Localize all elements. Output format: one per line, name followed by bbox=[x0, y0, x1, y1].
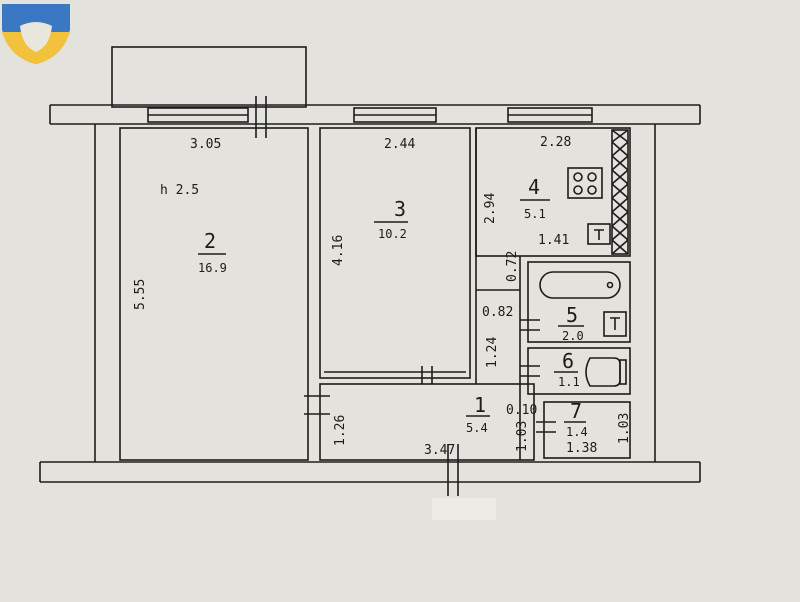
room-7-width: 1.38 bbox=[566, 441, 597, 456]
room-5-area: 2.0 bbox=[562, 329, 584, 343]
room-1-length: 1.26 bbox=[333, 415, 348, 446]
room-3-length: 4.16 bbox=[331, 235, 346, 266]
room-2-area: 16.9 bbox=[198, 261, 227, 275]
room-2-number: 2 bbox=[204, 229, 216, 253]
room-3-number: 3 bbox=[394, 197, 406, 221]
room-4-number: 4 bbox=[528, 175, 540, 199]
dim-124: 1.24 bbox=[485, 337, 500, 368]
room-2-width: 3.05 bbox=[190, 137, 221, 152]
watermark-patch bbox=[432, 498, 496, 520]
dim-010: 0.10 bbox=[506, 403, 537, 418]
walls bbox=[39, 46, 701, 496]
room-3-area: 10.2 bbox=[378, 227, 407, 241]
balcony bbox=[111, 46, 307, 108]
room-7-number: 7 bbox=[570, 399, 582, 423]
bathroom-sink-icon bbox=[603, 311, 627, 337]
stove-icon bbox=[567, 167, 603, 199]
room-6-area: 1.1 bbox=[558, 375, 580, 389]
room-2-ceiling: h 2.5 bbox=[160, 183, 199, 198]
room-7-length: 1.03 bbox=[617, 413, 632, 444]
room-2-length: 5.55 bbox=[133, 279, 148, 310]
room-4-width: 2.28 bbox=[540, 135, 571, 150]
room-4-area: 5.1 bbox=[524, 207, 546, 221]
bathtub-icon bbox=[539, 271, 621, 299]
room-7-area: 1.4 bbox=[566, 425, 588, 439]
dim-103: 1.03 bbox=[515, 421, 530, 452]
room-1-area: 5.4 bbox=[466, 421, 488, 435]
room-1-width: 3.47 bbox=[424, 443, 455, 458]
sink-icon bbox=[587, 223, 611, 245]
dim-082: 0.82 bbox=[482, 305, 513, 320]
room-4-extra: 1.41 bbox=[538, 233, 569, 248]
dim-072: 0.72 bbox=[505, 251, 520, 282]
room-4-length: 2.94 bbox=[483, 193, 498, 224]
room-6-number: 6 bbox=[562, 349, 574, 373]
room-5-number: 5 bbox=[566, 303, 578, 327]
room-3-width: 2.44 bbox=[384, 137, 415, 152]
room-labels: 3.05 h 2.5 2 16.9 5.55 2.44 3 10.2 4.16 … bbox=[133, 135, 632, 458]
toilet-icon bbox=[585, 357, 621, 387]
room-1-number: 1 bbox=[474, 393, 486, 417]
shield-logo-icon bbox=[2, 4, 70, 64]
vent-shaft bbox=[611, 129, 629, 255]
